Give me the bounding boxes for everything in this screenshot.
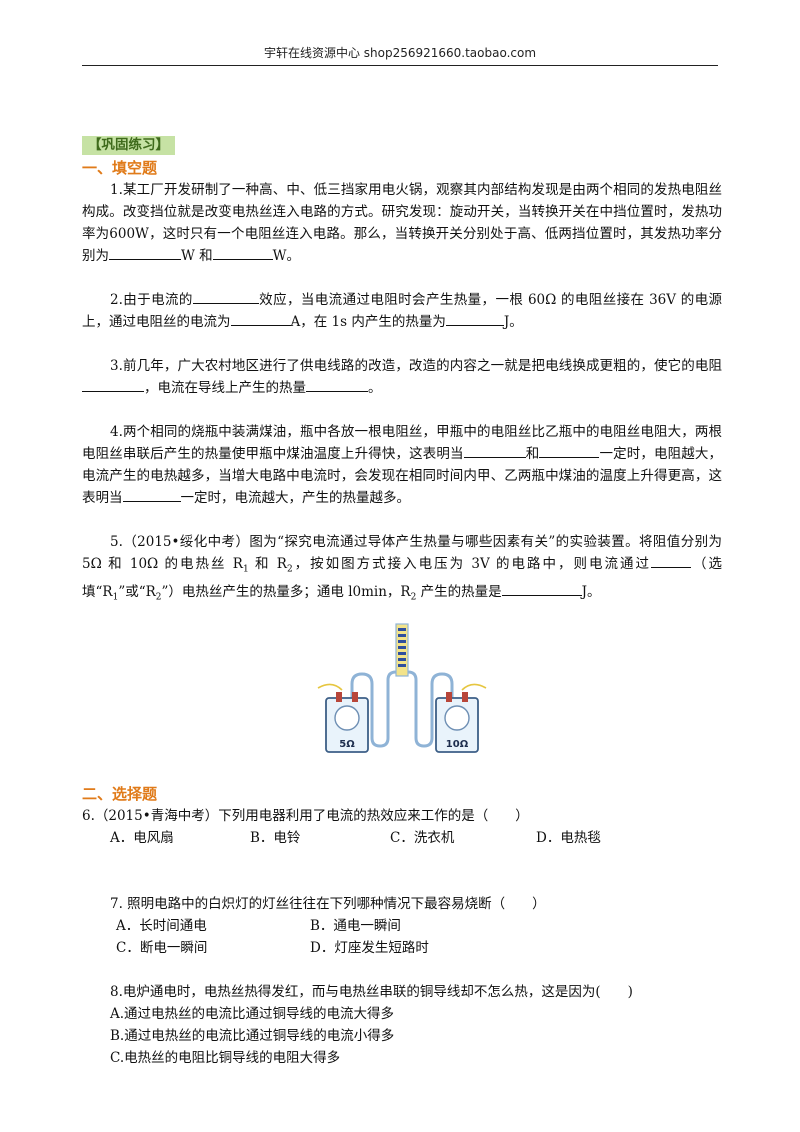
option-b[interactable]: B．通电一瞬间: [310, 918, 401, 935]
question-6-options: A．电风扇 B．电铃 C．洗衣机 D．电热毯: [82, 827, 722, 849]
answer-blank[interactable]: [82, 377, 144, 392]
section-tag: 【巩固练习】: [82, 136, 175, 155]
question-7: 7. 照明电路中的白炽灯的灯丝往往在下列哪种情况下最容易烧断（ ）: [110, 896, 546, 913]
question-5: 5.（2015•绥化中考）图为“探究电流通过导体产生热量与哪些因素有关”的实验装…: [82, 534, 723, 603]
option-b[interactable]: B.通过电热丝的电流比通过铜导线的电流小得多: [110, 1028, 395, 1045]
answer-blank[interactable]: [651, 553, 692, 568]
answer-blank[interactable]: [192, 289, 259, 304]
page-header: 宇轩在线资源中心 shop256921660.taobao.com: [263, 46, 537, 60]
option-d[interactable]: D．电热毯: [536, 830, 601, 847]
question-3: 3.前几年，广大农村地区进行了供电线路的改造，改造的内容之一就是把电线换成更粗的…: [82, 355, 722, 399]
question-2: 2.由于电流的效应，当电流通过电阻时会产生热量，一根 60Ω 的电阻丝接在 36…: [82, 289, 722, 333]
question-4: 4.两个相同的烧瓶中装满煤油，瓶中各放一根电阻丝，甲瓶中的电阻丝比乙瓶中的电阻丝…: [82, 424, 723, 506]
header-rule: [82, 65, 718, 66]
experiment-apparatus-diagram: 5Ω 10Ω: [317, 623, 487, 754]
option-c[interactable]: C．断电一瞬间: [116, 940, 208, 957]
option-a[interactable]: A.通过电热丝的电流比通过铜导线的电流大得多: [110, 1006, 395, 1023]
option-c[interactable]: C.电热丝的电阻比铜导线的电阻大得多: [110, 1050, 341, 1067]
option-c[interactable]: C．洗衣机: [390, 830, 455, 847]
option-a[interactable]: A．长时间通电: [116, 918, 207, 935]
worksheet-content: 【巩固练习】 一、填空题 1.某工厂开发研制了一种高、中、低三挡家用电火锅，观察…: [82, 134, 722, 1069]
option-a[interactable]: A．电风扇: [110, 830, 174, 847]
answer-blank[interactable]: [122, 487, 181, 502]
answer-blank[interactable]: [230, 311, 291, 326]
experiment-figure: 5Ω 10Ω: [82, 618, 722, 758]
question-7-options-row1: A．长时间通电 B．通电一瞬间: [82, 915, 722, 937]
answer-blank[interactable]: [212, 245, 273, 260]
answer-blank[interactable]: [501, 581, 582, 596]
answer-blank[interactable]: [445, 311, 504, 326]
answer-blank[interactable]: [109, 245, 181, 260]
resistor-10-label: 10Ω: [446, 739, 469, 750]
section-fill-in-title: 一、填空题: [82, 159, 158, 177]
option-d[interactable]: D．灯座发生短路时: [310, 940, 429, 957]
answer-blank[interactable]: [463, 443, 526, 458]
question-7-options-row2: C．断电一瞬间 D．灯座发生短路时: [82, 937, 722, 959]
answer-blank[interactable]: [306, 377, 368, 392]
question-6: 6.（2015•青海中考）下列用电器利用了电流的热效应来工作的是（ ）: [82, 808, 529, 825]
option-b[interactable]: B．电铃: [250, 830, 301, 847]
question-1: 1.某工厂开发研制了一种高、中、低三挡家用电火锅，观察其内部结构发现是由两个相同…: [82, 182, 722, 264]
answer-blank[interactable]: [539, 443, 600, 458]
resistor-5-label: 5Ω: [339, 739, 355, 750]
question-8: 8.电炉通电时，电热丝热得发红，而与电热丝串联的铜导线却不怎么热，这是因为( ): [110, 984, 633, 1001]
section-choice-title: 二、选择题: [82, 785, 158, 804]
